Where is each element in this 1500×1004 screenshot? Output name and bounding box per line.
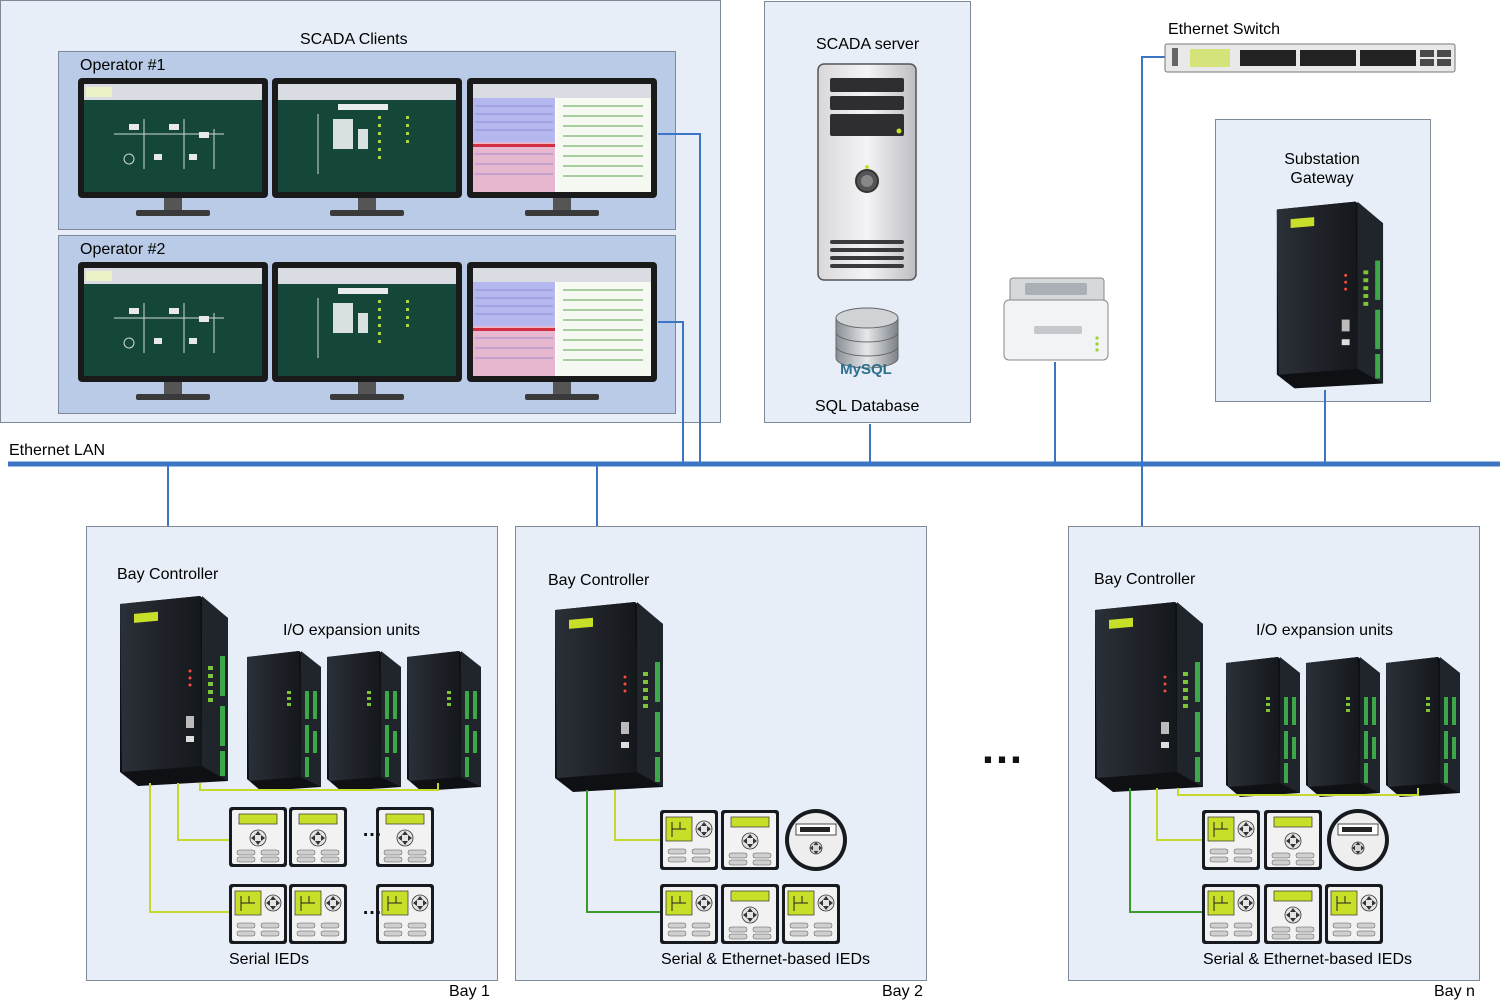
- bay-controller-device: [555, 602, 663, 792]
- scada-server-title: SCADA server: [816, 36, 920, 53]
- substation-gateway-title-line1: Substation: [1284, 151, 1360, 168]
- io-expansion-unit: [1306, 657, 1380, 797]
- io-expansion-unit: [327, 651, 401, 791]
- serial-links: [1156, 788, 1419, 841]
- bay-1-ied-ellipsis-top: …: [362, 819, 382, 841]
- ied-device: [720, 809, 780, 871]
- bay-2-name: Bay 2: [882, 983, 923, 1000]
- operator-1-monitors: [78, 78, 657, 216]
- bay-2-devices: [555, 602, 848, 945]
- ied-device: [375, 883, 435, 945]
- serial-links: [149, 783, 439, 913]
- bay-1-name: Bay 1: [449, 983, 490, 1000]
- ied-device: [720, 883, 780, 945]
- ethernet-switch-icon: [1164, 43, 1456, 73]
- ethernet-switch-title: Ethernet Switch: [1168, 21, 1281, 38]
- bay-1-ied-ellipsis-bottom: …: [362, 897, 382, 919]
- ied-device: [659, 809, 719, 871]
- ied-device: [228, 883, 288, 945]
- bay-n-name: Bay n: [1434, 983, 1475, 1000]
- bay-2-controller-label: Bay Controller: [548, 572, 650, 589]
- ied-device: [1201, 809, 1261, 871]
- bay-n-expansion-label: I/O expansion units: [1256, 622, 1393, 639]
- ied-device: [228, 806, 288, 868]
- ied-device: [1324, 883, 1384, 945]
- io-expansion-unit: [1226, 657, 1300, 797]
- bay-n-devices: [1095, 602, 1460, 945]
- power-meter-device: [784, 808, 848, 872]
- ethernet-ied-links: [1129, 788, 1202, 913]
- switch-link: [1141, 56, 1172, 526]
- operator-1-link: [658, 133, 701, 464]
- ethernet-lan-label: Ethernet LAN: [9, 442, 106, 459]
- ied-device: [288, 883, 348, 945]
- bay-n-ieds-label: Serial & Ethernet-based IEDs: [1203, 951, 1412, 968]
- scada-clients-title: SCADA Clients: [300, 31, 408, 48]
- operator-2-monitors: [78, 262, 657, 400]
- operator-2-title: Operator #2: [80, 241, 166, 258]
- sql-database-title: SQL Database: [815, 398, 920, 415]
- printer-icon: [1003, 277, 1109, 361]
- ied-device: [375, 806, 435, 868]
- bay-n-controller-label: Bay Controller: [1094, 571, 1196, 588]
- bay-controller-device: [1095, 602, 1203, 792]
- serial-links: [614, 790, 660, 841]
- io-expansion-unit: [1386, 657, 1460, 797]
- io-expansion-unit: [247, 651, 321, 791]
- ied-device: [1201, 883, 1261, 945]
- substation-gateway-title-line2: Gateway: [1290, 170, 1354, 187]
- mysql-logo: MySQL: [840, 361, 892, 378]
- ethernet-ied-links: [586, 790, 660, 913]
- server-tower-icon: [817, 63, 917, 281]
- bay-controller-device: [120, 596, 228, 786]
- operator-2-link: [658, 321, 684, 464]
- ied-device: [1263, 883, 1323, 945]
- io-expansion-unit: [407, 651, 481, 791]
- ied-device: [1263, 809, 1323, 871]
- bay-1-devices: [120, 596, 481, 945]
- more-bays-ellipsis: …: [980, 724, 1024, 773]
- power-meter-device: [1326, 808, 1390, 872]
- bay-1-ieds-label: Serial IEDs: [229, 951, 310, 968]
- database-icon: [835, 307, 899, 369]
- operator-1-title: Operator #1: [80, 57, 166, 74]
- bay-1-controller-label: Bay Controller: [117, 566, 219, 583]
- ethernet-links: [8, 56, 1500, 526]
- ied-device: [781, 883, 841, 945]
- bay-2-ieds-label: Serial & Ethernet-based IEDs: [661, 951, 870, 968]
- substation-gateway-device: [1276, 201, 1384, 389]
- ied-device: [288, 806, 348, 868]
- ied-device: [659, 883, 719, 945]
- bay-1-expansion-label: I/O expansion units: [283, 622, 420, 639]
